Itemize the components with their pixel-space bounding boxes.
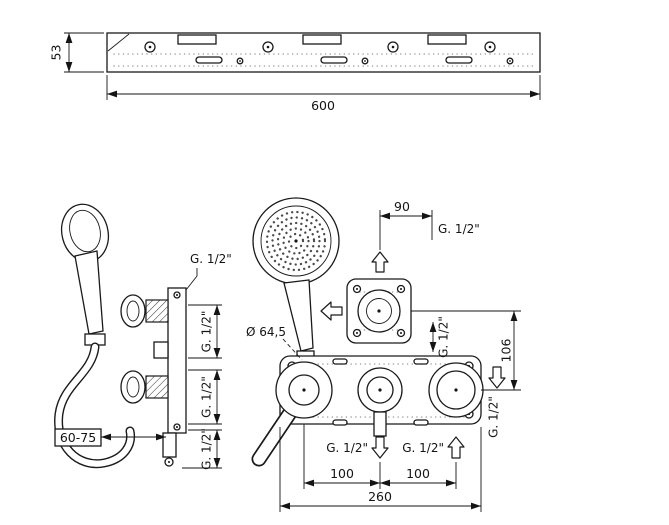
dim-90-label: 90: [394, 199, 410, 214]
mixer-body-side: [167, 287, 187, 434]
bottom-outlet-side: [162, 432, 177, 458]
dim-100-left-label: 100: [330, 466, 354, 481]
front-thread-bottom-right-label: G. 1/2": [402, 441, 444, 455]
flow-arrow-up2-icon: [447, 436, 465, 459]
bar-width-label: 600: [311, 98, 335, 113]
chamfer-line: [107, 33, 130, 52]
flow-arrow-up-icon: [371, 251, 389, 273]
dim-bar-width: 600: [106, 75, 541, 113]
mixer-plate-front: [251, 355, 484, 467]
handle-knob-bottom: [120, 370, 146, 404]
side-thread-top-label: G. 1/2": [190, 252, 232, 266]
side-thread-a-label: G. 1/2": [200, 311, 214, 353]
flow-arrow-left-icon: [320, 301, 343, 321]
side-view: [54, 203, 187, 469]
diverter-side: [153, 341, 169, 359]
top-outlet-plate: [346, 278, 412, 344]
diameter-label: Ø 64,5: [246, 325, 286, 339]
side-thread-b-label: G. 1/2": [200, 376, 214, 418]
valve-stem-top: [145, 299, 169, 323]
front-thread-bottom-left-label: G. 1/2": [326, 441, 368, 455]
front-view: [251, 197, 484, 467]
dim-106-label: 106: [499, 339, 514, 363]
bar-notches: [177, 34, 467, 45]
handshower-handle-side: [74, 250, 104, 335]
depth-range-label: 60-75: [60, 430, 96, 445]
valve-stem-bottom: [145, 375, 169, 399]
bar-height-label: 53: [49, 45, 64, 61]
front-thread-mid-label: G. 1/2": [437, 316, 451, 358]
mounting-bar-top-view: [106, 32, 541, 73]
flow-arrow-down-icon: [371, 436, 389, 459]
bottom-port: [373, 411, 387, 437]
handle-knob-top: [120, 294, 146, 328]
front-view-dims: Ø 64,5 90 G. 1/2" G. 1/2" 106 G. 1/2" G.…: [246, 199, 521, 512]
bar-slots: [195, 56, 473, 64]
dim-bar-height: 53: [49, 32, 104, 73]
handshower-handle-front: [283, 279, 314, 352]
dim-100-right-label: 100: [406, 466, 430, 481]
dim-260-label: 260: [368, 489, 392, 504]
front-thread-right-label: G. 1/2": [487, 396, 501, 438]
side-view-dims: G. 1/2" G. 1/2" G. 1/2" G. 1/2" 60-75: [54, 252, 232, 470]
flow-arrow-down2-icon: [488, 366, 506, 389]
side-thread-c-label: G. 1/2": [200, 428, 214, 470]
mounting-holes: [144, 41, 514, 65]
handshower-front: [252, 197, 340, 373]
front-thread-top-label: G. 1/2": [438, 222, 480, 236]
